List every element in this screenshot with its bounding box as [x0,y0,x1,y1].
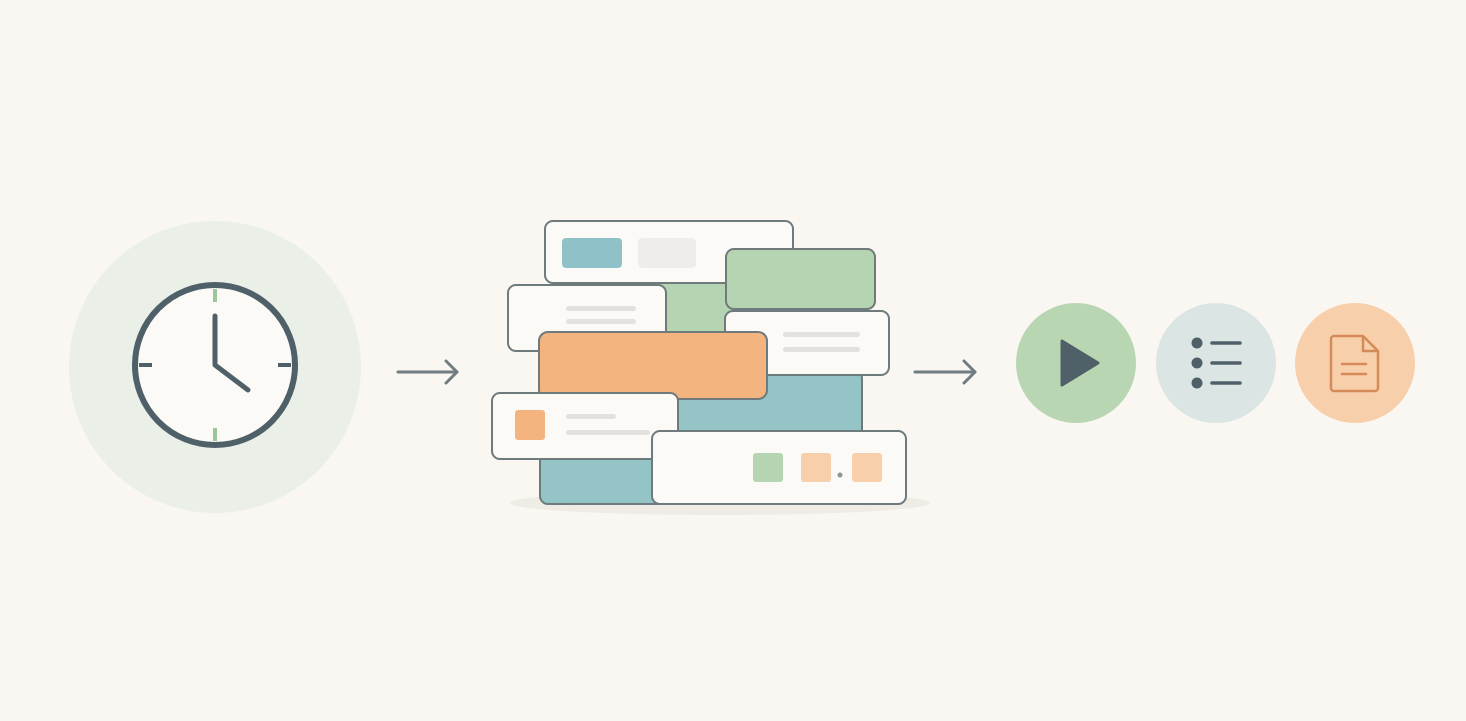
stacked-cards-icon [491,220,930,515]
clock-icon [69,221,361,513]
document-icon [1295,303,1415,423]
orange-card [538,331,768,400]
play-icon [1016,303,1136,423]
green-card [725,248,876,310]
list-icon [1156,303,1276,423]
card-bottom-left [491,392,679,460]
card-bottom-right [651,430,907,505]
arrow-right-icon [396,359,459,385]
arrow-right-icon [913,359,977,385]
